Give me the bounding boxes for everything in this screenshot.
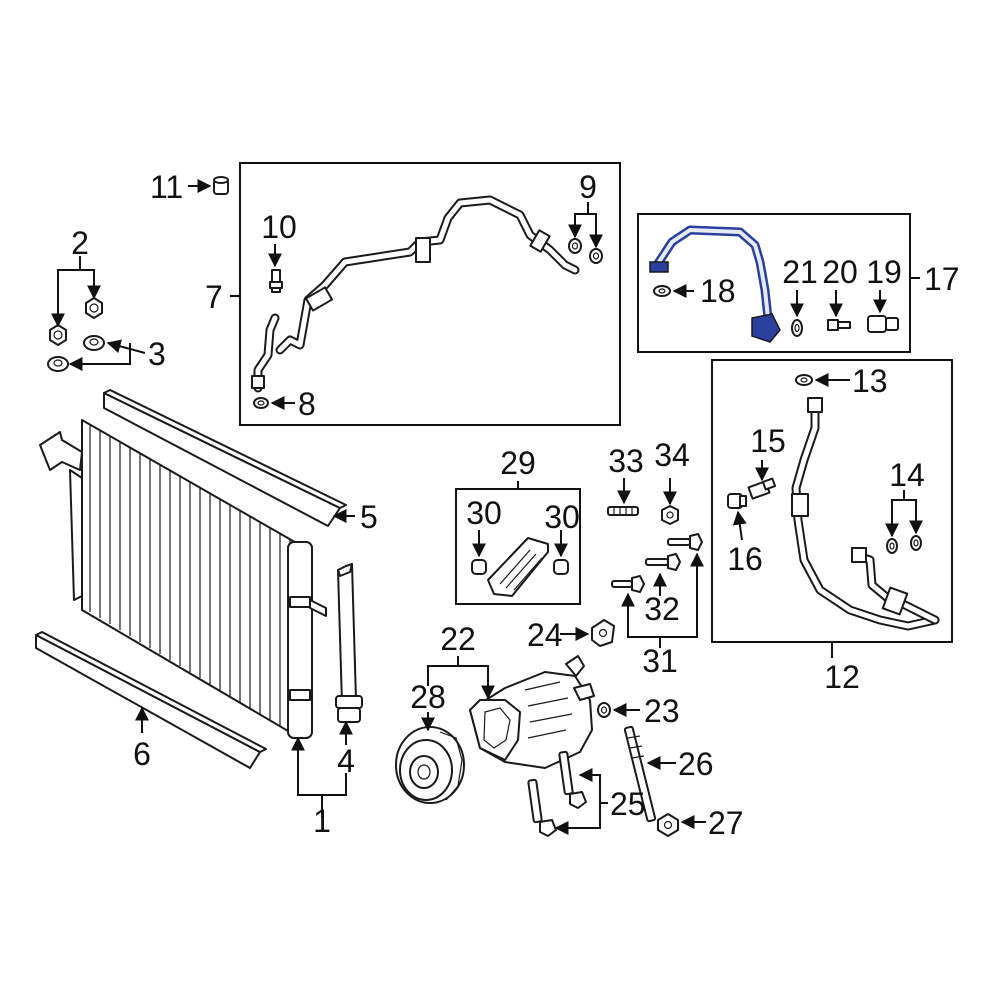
receiver-drier-part-4[interactable] [335,563,363,723]
callout-21: 21 [782,254,818,290]
callout-9: 9 [579,169,597,205]
callout-30-left: 30 [466,495,502,531]
washer-part-3-lower[interactable] [47,356,69,372]
stud-part-26[interactable] [623,725,657,823]
o-ring-part-13[interactable] [795,374,813,386]
callout-32: 32 [644,591,680,627]
o-ring-part-21[interactable] [791,319,803,337]
washer-part-3-upper[interactable] [83,335,105,351]
switch-part-19[interactable] [867,315,899,333]
ac-line-part-12[interactable] [791,397,940,631]
bolt-part-31-lower[interactable] [611,575,645,593]
stud-part-33[interactable] [607,506,639,516]
callout-4: 4 [337,743,355,779]
callout-3: 3 [148,336,166,372]
callout-1: 1 [313,803,331,839]
callout-2: 2 [71,225,89,261]
seal-strip-part-6[interactable] [35,631,267,769]
callout-19: 19 [866,254,902,290]
box-17-hose-group [637,213,911,353]
callout-23: 23 [644,693,680,729]
nut-part-34[interactable] [661,505,679,525]
callout-22: 22 [440,621,476,657]
callout-11: 11 [150,169,183,205]
callout-10: 10 [261,209,297,245]
o-ring-part-9-right[interactable] [589,248,603,264]
nut-part-27[interactable] [657,813,679,837]
o-ring-part-23[interactable] [597,702,611,718]
bolt-part-32[interactable] [645,553,681,571]
bolt-part-31-upper[interactable] [667,533,703,551]
valve-part-10[interactable] [269,269,283,293]
callout-17: 17 [924,261,960,297]
seal-strip-part-5[interactable] [103,389,347,527]
clutch-pulley-part-28[interactable] [395,726,465,804]
nut-part-2-right[interactable] [85,297,103,319]
bolt-part-25-left[interactable] [527,778,557,837]
gasket-part-24[interactable] [591,619,615,647]
ac-hose-part-7[interactable] [251,195,580,393]
callout-25: 25 [610,786,646,822]
callout-5: 5 [360,499,378,535]
bolt-part-25-right[interactable] [558,750,587,809]
leader-lines [51,179,923,835]
callout-16: 16 [727,541,763,577]
compressor-part-22[interactable] [469,655,595,769]
cap-part-16[interactable] [727,493,747,509]
o-ring-part-9-left[interactable] [568,238,582,254]
callout-15: 15 [750,423,786,459]
callout-14: 14 [889,457,925,493]
o-ring-part-14-right[interactable] [910,535,922,551]
o-ring-part-8[interactable] [253,397,269,409]
nut-part-2-left[interactable] [49,324,67,346]
valve-part-15[interactable] [747,477,777,500]
callout-34: 34 [654,437,690,473]
callout-20: 20 [822,254,858,290]
o-ring-part-18[interactable] [653,285,671,297]
insulator-part-30-left[interactable] [471,559,487,575]
callout-8: 8 [298,386,316,422]
condenser-fins [89,425,291,732]
condenser-part-1[interactable] [39,419,327,739]
callout-labels: 1 2 3 4 5 6 7 8 9 10 11 12 13 14 15 16 1… [71,169,959,841]
callout-27: 27 [708,805,744,841]
box-7-hose-group [239,162,621,426]
callout-26: 26 [678,746,714,782]
callout-31: 31 [642,643,678,679]
highlighted-hose-part-17[interactable] [649,225,781,343]
callout-29: 29 [500,445,536,481]
callout-24: 24 [527,617,563,653]
callout-13: 13 [852,363,888,399]
callout-30-right: 30 [544,499,580,535]
callout-7: 7 [205,279,223,315]
callout-12: 12 [824,659,860,695]
cap-part-11[interactable] [213,176,229,195]
valve-core-part-20[interactable] [827,319,851,331]
callout-33: 33 [608,443,644,479]
insulator-part-30-right[interactable] [553,559,569,575]
callout-6: 6 [133,736,151,772]
o-ring-part-14-left[interactable] [886,538,898,554]
callout-28: 28 [410,679,446,715]
callout-18: 18 [700,273,736,309]
insulator-part-29[interactable] [487,537,549,597]
